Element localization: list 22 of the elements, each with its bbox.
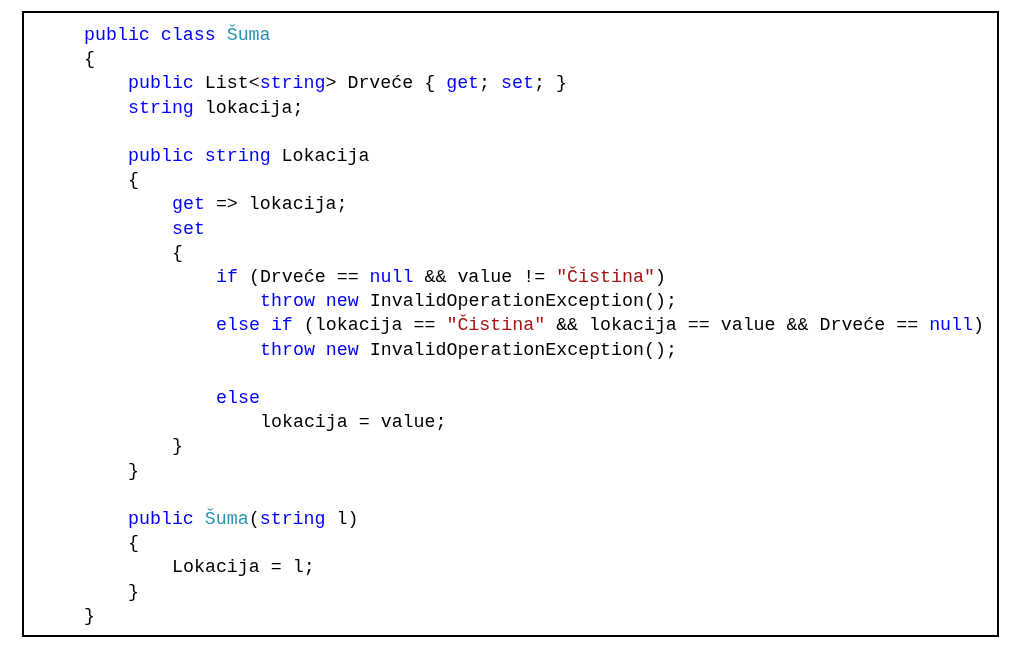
code-line: else if (lokacija == "Čistina" && lokacija == value && Drveće == null) <box>216 313 984 338</box>
code-line: } <box>128 459 139 483</box>
code-line: string lokacija; <box>128 96 304 120</box>
code-line: public class Šuma <box>84 23 271 47</box>
code-line: set <box>172 217 205 241</box>
code-line: { <box>128 169 139 193</box>
code-line: { <box>84 48 95 72</box>
code-line: public string Lokacija <box>128 145 370 168</box>
code-line: lokacija = value; <box>260 411 447 435</box>
code-line: if (Drveće == null && value != "Čistina") <box>216 265 666 289</box>
code-line: throw new InvalidOperationException(); <box>260 338 677 362</box>
code-line: throw new InvalidOperationException(); <box>260 290 677 314</box>
code-line: } <box>172 435 183 459</box>
code-line: { <box>128 532 139 556</box>
code-line: else <box>216 387 260 410</box>
code-line: { <box>172 241 183 265</box>
code-line: get => lokacija; <box>172 193 348 217</box>
code-line: Lokacija = l; <box>172 556 315 580</box>
code-line: } <box>84 604 95 628</box>
code-line: } <box>128 580 139 604</box>
code-line: public List<string> Drveće { get; set; } <box>128 72 567 96</box>
code-line: public Šuma(string l) <box>128 507 359 531</box>
